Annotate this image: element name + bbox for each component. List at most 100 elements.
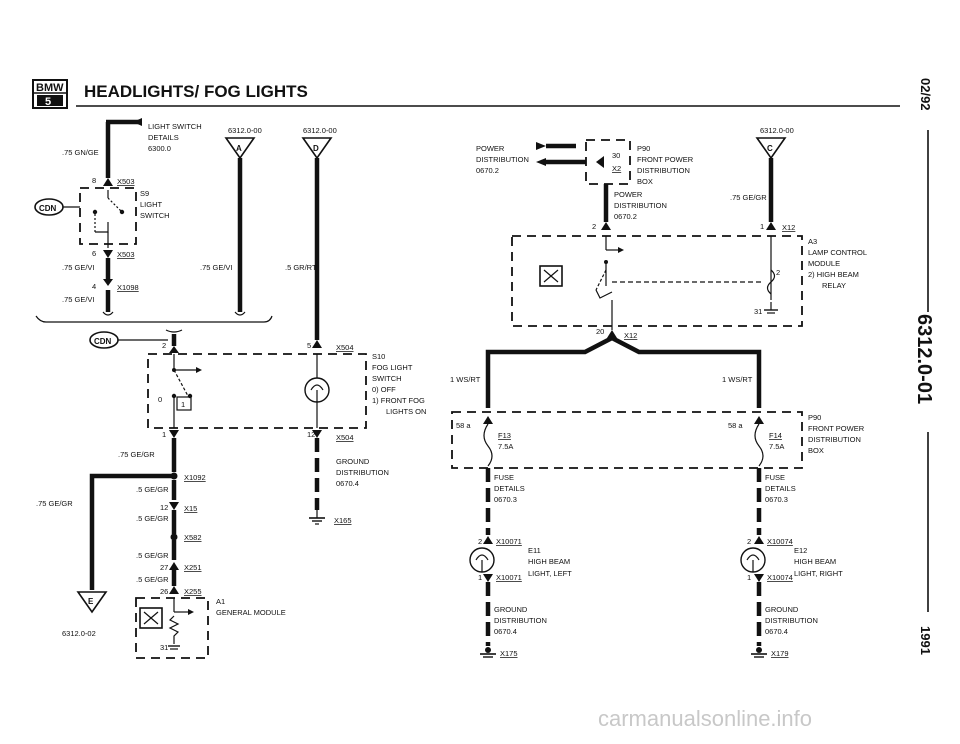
- svg-text:6300.0: 6300.0: [148, 144, 171, 153]
- svg-text:6: 6: [92, 249, 96, 258]
- svg-text:LAMP CONTROL: LAMP CONTROL: [808, 248, 867, 257]
- svg-text:DETAILS: DETAILS: [148, 133, 179, 142]
- svg-text:F13: F13: [498, 431, 511, 440]
- connector-a-group: 6312.0-00 A .75 GE/VI: [200, 126, 262, 316]
- svg-text:5: 5: [307, 341, 311, 350]
- svg-text:30: 30: [612, 151, 620, 160]
- revision-date: 02/92: [918, 78, 933, 111]
- svg-text:P90: P90: [637, 144, 650, 153]
- bmw-logo-text: BMW: [36, 82, 64, 94]
- high-beam-left-group: FUSE DETAILS 0670.3 2 X10071 E11 HIGH BE…: [469, 468, 572, 658]
- svg-text:.75 GE/VI: .75 GE/VI: [62, 263, 95, 272]
- fuse-distribution-group: 1 WS/RT 1 WS/RT 58 a F13 7.5A 58 a F14 7…: [450, 336, 865, 469]
- svg-text:0670.4: 0670.4: [494, 627, 517, 636]
- svg-text:DISTRIBUTION: DISTRIBUTION: [494, 616, 547, 625]
- p90-box-fuses: [451, 411, 803, 469]
- svg-text:HIGH BEAM: HIGH BEAM: [528, 557, 570, 566]
- page-code: 6312.0-01: [913, 314, 935, 404]
- connector-c-triangle: [755, 137, 787, 160]
- fuse-icon: [754, 423, 764, 467]
- svg-text:1: 1: [747, 573, 751, 582]
- svg-text:GROUND: GROUND: [765, 605, 799, 614]
- svg-text:2: 2: [592, 222, 596, 231]
- svg-text:CDN: CDN: [94, 337, 112, 346]
- svg-text:X503: X503: [117, 250, 135, 259]
- svg-text:X12: X12: [782, 223, 795, 232]
- svg-text:SWITCH: SWITCH: [140, 211, 170, 220]
- svg-text:0670.4: 0670.4: [765, 627, 788, 636]
- svg-text:GROUND: GROUND: [494, 605, 528, 614]
- svg-text:D: D: [313, 144, 319, 153]
- svg-text:X255: X255: [184, 587, 202, 596]
- svg-text:X10074: X10074: [767, 537, 793, 546]
- svg-text:BOX: BOX: [808, 446, 824, 455]
- a3-lamp-control-group: 2 31 A3 LAMP CONTROL MODULE 2) HIGH BEAM…: [511, 235, 867, 340]
- svg-text:P90: P90: [808, 413, 821, 422]
- svg-text:31: 31: [754, 307, 762, 316]
- svg-text:X503: X503: [117, 177, 135, 186]
- svg-text:S10: S10: [372, 352, 385, 361]
- svg-text:C: C: [767, 144, 773, 153]
- svg-text:.75 GN/GE: .75 GN/GE: [62, 148, 99, 157]
- a3-module-box: [511, 235, 803, 327]
- connector-c-group: 6312.0-00 C .75 GE/GR 1 X12: [730, 126, 795, 232]
- module-icon: [139, 607, 163, 629]
- svg-text:POWER: POWER: [614, 190, 643, 199]
- connector-e-triangle: [76, 591, 108, 614]
- side-strip: 02/92 6312.0-01 1991: [913, 78, 935, 655]
- bmw-logo-frame: [32, 79, 68, 109]
- svg-text:X175: X175: [500, 649, 518, 658]
- svg-text:6312.0-00: 6312.0-00: [760, 126, 794, 135]
- svg-text:0670.3: 0670.3: [494, 495, 517, 504]
- svg-text:2: 2: [478, 537, 482, 546]
- svg-text:.5 GE/GR: .5 GE/GR: [136, 575, 169, 584]
- svg-text:S9: S9: [140, 189, 149, 198]
- module-chain-group: X1092 .75 GE/GR E 6312.0-02 .5 GE/GR 12 …: [36, 472, 286, 659]
- svg-text:DISTRIBUTION: DISTRIBUTION: [476, 155, 529, 164]
- svg-text:DISTRIBUTION: DISTRIBUTION: [614, 201, 667, 210]
- svg-text:MODULE: MODULE: [808, 259, 840, 268]
- power-distribution-group: POWER DISTRIBUTION 0670.2 30 X2 P90 FRON…: [476, 139, 694, 231]
- svg-text:F14: F14: [769, 431, 782, 440]
- svg-text:7.5A: 7.5A: [769, 442, 784, 451]
- svg-text:E11: E11: [528, 546, 541, 555]
- svg-text:DISTRIBUTION: DISTRIBUTION: [336, 468, 389, 477]
- svg-text:26: 26: [160, 587, 168, 596]
- svg-text:0) OFF: 0) OFF: [372, 385, 396, 394]
- svg-text:.75 GE/GR: .75 GE/GR: [118, 450, 155, 459]
- svg-text:GENERAL MODULE: GENERAL MODULE: [216, 608, 286, 617]
- svg-text:2: 2: [747, 537, 751, 546]
- svg-text:X10074: X10074: [767, 573, 793, 582]
- svg-text:LIGHT: LIGHT: [140, 200, 163, 209]
- svg-text:HIGH BEAM: HIGH BEAM: [794, 557, 836, 566]
- svg-text:X12: X12: [624, 331, 637, 340]
- svg-text:31: 31: [160, 643, 168, 652]
- connector-d-triangle: [301, 137, 333, 160]
- svg-text:58 a: 58 a: [728, 421, 743, 430]
- svg-text:BOX: BOX: [637, 177, 653, 186]
- svg-text:2: 2: [162, 341, 166, 350]
- header: BMW 5 HEADLIGHTS/ FOG LIGHTS: [32, 79, 900, 109]
- svg-text:27: 27: [160, 563, 168, 572]
- svg-text:CDN: CDN: [39, 204, 57, 213]
- arrow-icon: [536, 142, 546, 150]
- svg-text:A1: A1: [216, 597, 225, 606]
- module-icon: [539, 265, 563, 287]
- svg-text:1 WS/RT: 1 WS/RT: [450, 375, 481, 384]
- svg-text:X10071: X10071: [496, 537, 522, 546]
- svg-text:FRONT POWER: FRONT POWER: [637, 155, 694, 164]
- connector-icon: [103, 250, 113, 258]
- svg-text:X251: X251: [184, 563, 202, 572]
- svg-text:LIGHT, LEFT: LIGHT, LEFT: [528, 569, 572, 578]
- svg-text:FRONT POWER: FRONT POWER: [808, 424, 865, 433]
- svg-text:X10071: X10071: [496, 573, 522, 582]
- model-year: 1991: [918, 626, 933, 655]
- svg-text:1 WS/RT: 1 WS/RT: [722, 375, 753, 384]
- svg-text:1: 1: [162, 430, 166, 439]
- light-switch-s9-group: LIGHT SWITCH DETAILS 6300.0 .75 GN/GE 8 …: [34, 118, 202, 316]
- svg-text:DISTRIBUTION: DISTRIBUTION: [808, 435, 861, 444]
- splice-icon: [170, 533, 178, 541]
- svg-text:SWITCH: SWITCH: [372, 374, 402, 383]
- svg-text:6312.0-00: 6312.0-00: [303, 126, 337, 135]
